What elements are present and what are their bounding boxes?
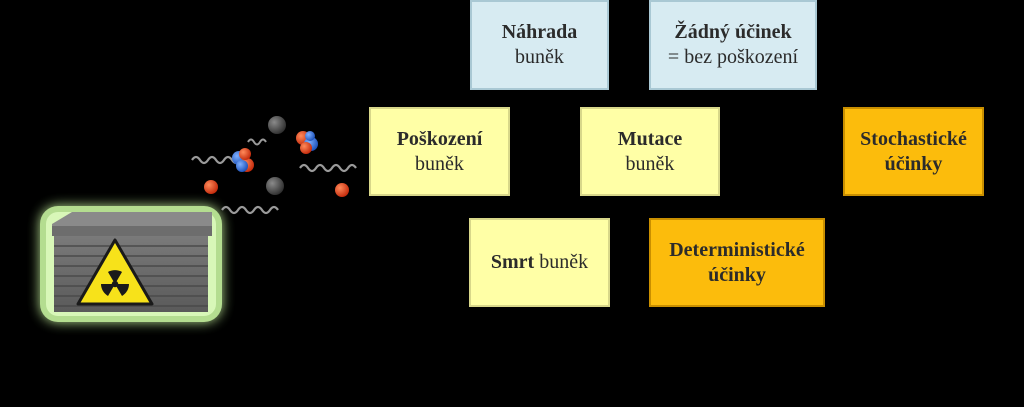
node-title: Žádný účinek — [674, 21, 792, 43]
radiation-particles-icon — [191, 116, 357, 215]
node-subtitle: = bez poškození — [667, 46, 799, 68]
node-title: Náhrada — [501, 21, 578, 43]
node-subtitle: buněk — [515, 46, 564, 68]
node-subtitle: účinky — [884, 152, 943, 175]
trefoil-icon — [101, 270, 129, 296]
node-deterministic-effects: Deterministické účinky — [649, 218, 825, 307]
node-subtitle: buněk — [534, 251, 589, 273]
node-cell-death: Smrt buněk — [469, 218, 610, 307]
node-cell-mutation: Mutace buněk — [580, 107, 720, 196]
node-subtitle: buněk — [625, 152, 675, 175]
node-stochastic-effects: Stochastické účinky — [843, 107, 984, 196]
node-title: Stochastické — [860, 127, 967, 150]
node-title: Smrt — [490, 251, 535, 273]
node-title: Mutace — [617, 127, 683, 150]
node-subtitle: účinky — [708, 263, 766, 286]
radioactive-box-icon — [40, 206, 222, 322]
node-no-effect: Žádný účinek = bez poškození — [649, 0, 817, 90]
node-title-line: Smrt buněk — [491, 250, 588, 275]
node-title: Deterministické — [669, 238, 805, 261]
node-cell-replacement: Náhrada buněk — [470, 0, 609, 90]
node-subtitle: buněk — [415, 152, 464, 175]
node-cell-damage: Poškození buněk — [369, 107, 510, 196]
node-title: Poškození — [396, 127, 483, 150]
